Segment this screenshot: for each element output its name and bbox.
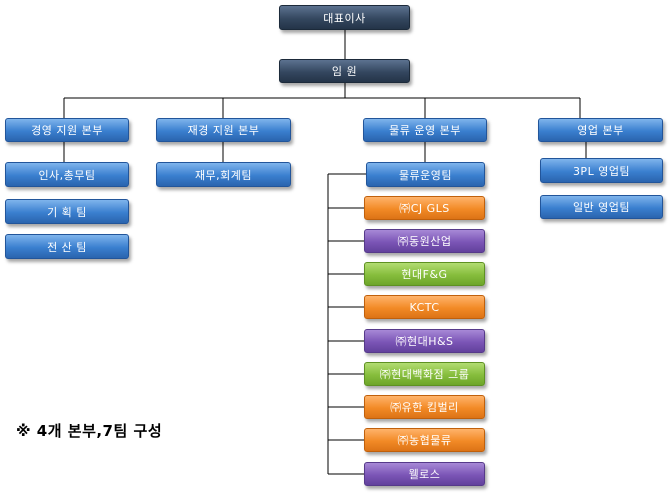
partner-label: ㈜유한 킴벌리: [390, 401, 459, 414]
executives-box: 임 원: [279, 59, 410, 83]
team-it-box: 전 산 팀: [5, 234, 129, 259]
division-management-box: 경영 지원 본부: [5, 118, 129, 142]
division-sales-box: 영업 본부: [538, 118, 663, 142]
team-accounting-label: 재무,회계팀: [194, 168, 253, 182]
division-finance-label: 재경 지원 본부: [187, 124, 260, 137]
partner-label: ㈜동원산업: [397, 235, 452, 248]
team-3pl-box: 3PL 영업팀: [540, 158, 663, 183]
team-planning-box: 기 획 팀: [5, 199, 129, 224]
partner-box: ㈜동원산업: [364, 229, 485, 253]
division-logistics-label: 물류 운영 본부: [389, 124, 461, 137]
team-3pl-label: 3PL 영업팀: [572, 164, 631, 178]
partner-label: KCTC: [409, 300, 440, 314]
partner-label: 웰로스: [408, 468, 441, 481]
team-accounting-box: 재무,회계팀: [156, 162, 291, 187]
team-hr-box: 인사,총무팀: [5, 162, 129, 187]
team-logistics-ops-box: 물류운영팀: [366, 162, 485, 187]
partner-box: ㈜현대H&S: [364, 329, 485, 353]
partner-box: ㈜현대백화점 그룹: [364, 362, 485, 386]
partner-box: 현대F&G: [364, 262, 485, 286]
division-logistics-box: 물류 운영 본부: [363, 118, 487, 142]
partner-box: ㈜농협물류: [364, 428, 485, 452]
team-hr-label: 인사,총무팀: [38, 168, 96, 182]
team-planning-label: 기 획 팀: [47, 205, 87, 219]
team-logistics-ops-label: 물류운영팀: [398, 168, 453, 182]
team-general-sales-box: 일반 영업팀: [540, 195, 663, 219]
division-management-label: 경영 지원 본부: [31, 124, 103, 137]
partner-label: 현대F&G: [401, 268, 448, 281]
team-general-sales-label: 일반 영업팀: [572, 201, 631, 214]
division-sales-label: 영업 본부: [577, 124, 624, 137]
partner-label: ㈜현대H&S: [395, 335, 454, 348]
structure-note: ※ 4개 본부,7팀 구성: [16, 422, 163, 440]
ceo-label: 대표이사: [323, 11, 366, 25]
ceo-box: 대표이사: [279, 5, 410, 30]
executives-label: 임 원: [331, 65, 358, 78]
partner-box: KCTC: [364, 295, 485, 319]
partner-box: ㈜CJ GLS: [364, 196, 485, 220]
partner-label: ㈜CJ GLS: [399, 202, 450, 215]
partner-label: ㈜현대백화점 그룹: [379, 368, 470, 381]
team-it-label: 전 산 팀: [47, 240, 87, 254]
partner-label: ㈜농협물류: [397, 434, 452, 447]
partner-box: 웰로스: [364, 462, 485, 486]
partner-box: ㈜유한 킴벌리: [364, 395, 485, 419]
division-finance-box: 재경 지원 본부: [156, 118, 291, 142]
